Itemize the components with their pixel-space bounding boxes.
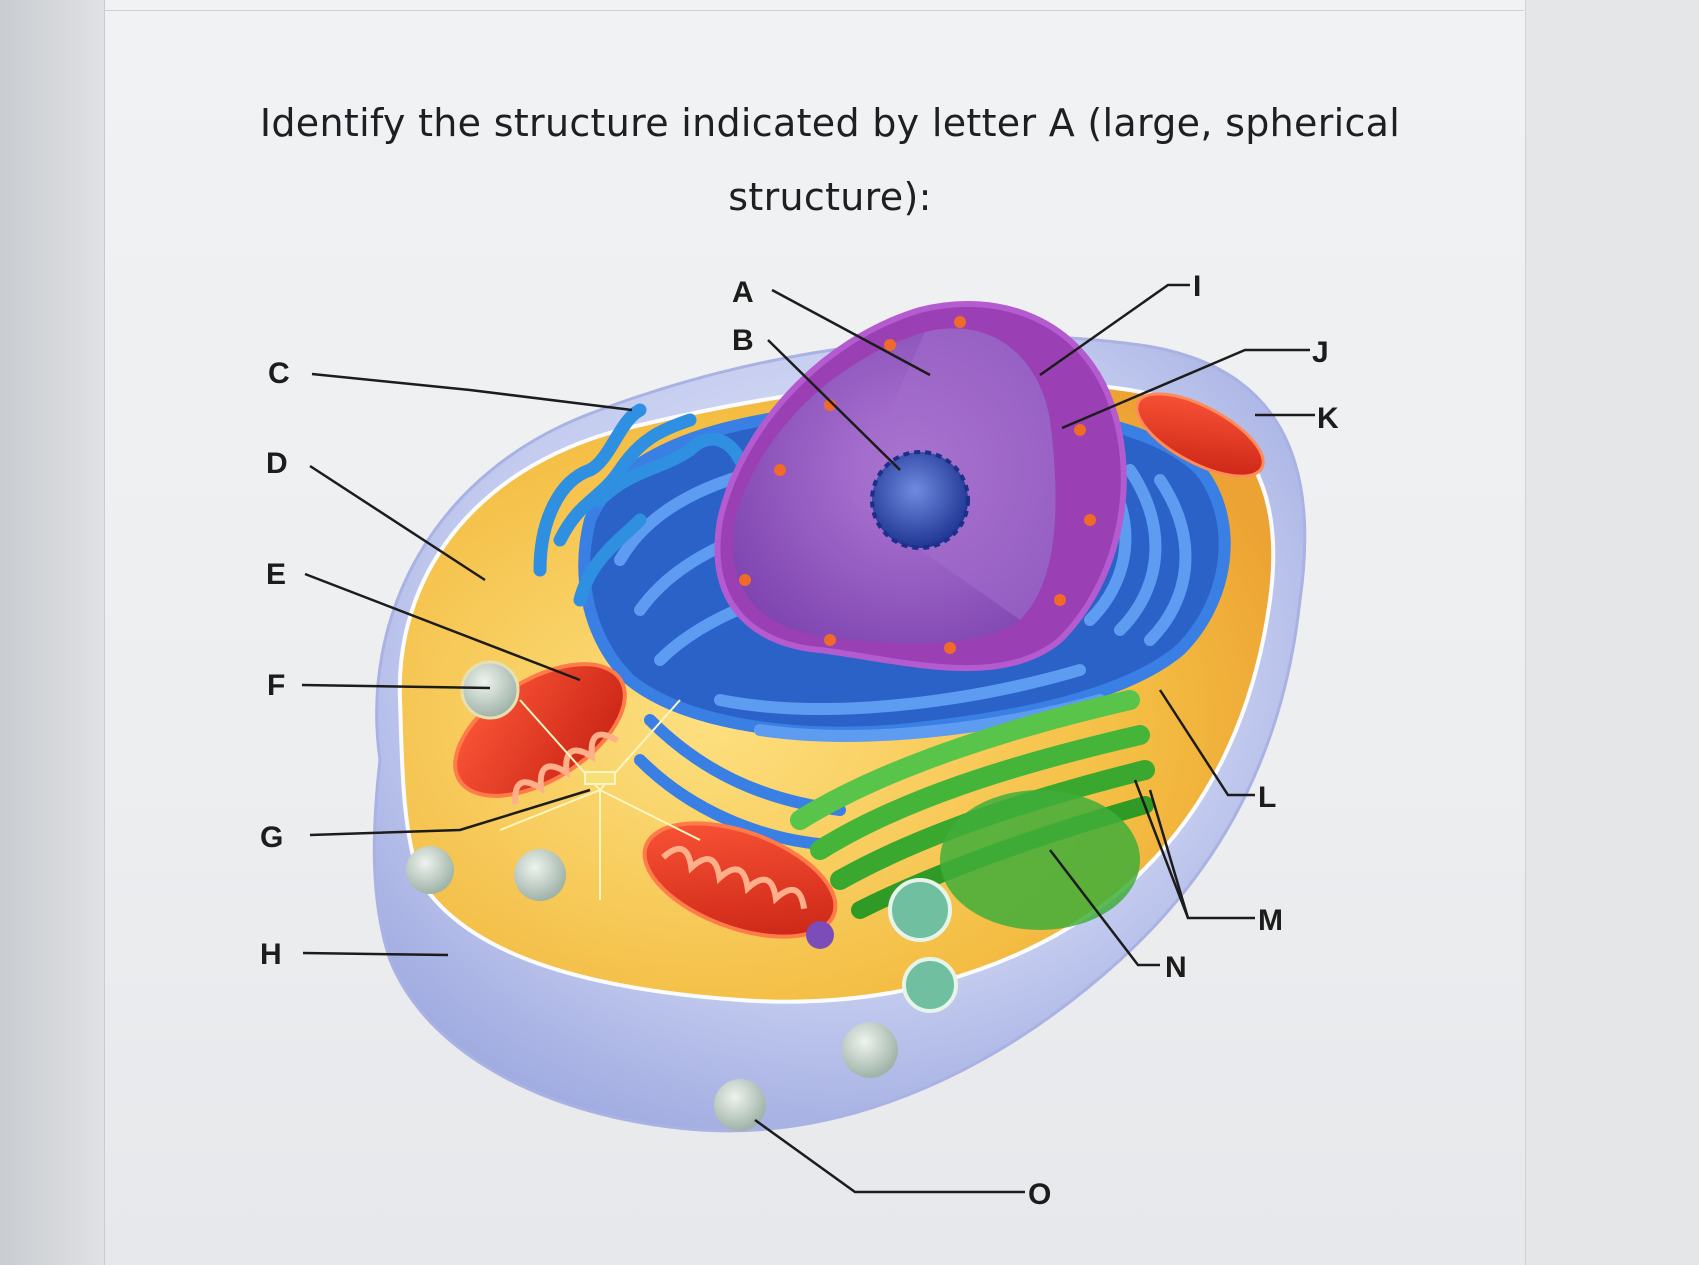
question-line-2: structure): (728, 175, 932, 219)
question-text: Identify the structure indicated by lett… (200, 86, 1460, 234)
label-M: M (1258, 904, 1283, 937)
lysosome (460, 660, 520, 720)
nucleolus (870, 450, 970, 550)
top-divider (104, 10, 1524, 11)
label-G: G (260, 821, 283, 854)
label-H: H (260, 938, 282, 971)
label-B: B (732, 324, 754, 357)
label-F: F (267, 669, 285, 702)
label-O: O (1028, 1178, 1051, 1211)
label-C: C (268, 357, 290, 390)
membrane-vesicles (406, 846, 898, 1131)
label-A: A (732, 276, 754, 309)
golgi-vesicle-cluster (940, 790, 1140, 930)
mitochondrion-top (1135, 392, 1265, 478)
label-I: I (1193, 270, 1201, 303)
smooth-endoplasmic-reticulum (533, 403, 747, 607)
label-D: D (266, 447, 288, 480)
label-N: N (1165, 951, 1187, 984)
mitochondrion-lower (642, 821, 838, 939)
label-J: J (1312, 336, 1329, 369)
transport-vesicles (806, 878, 958, 1013)
label-L: L (1258, 781, 1276, 814)
nuclear-pores (739, 316, 1096, 654)
label-K: K (1317, 402, 1339, 435)
question-line-1: Identify the structure indicated by lett… (259, 101, 1401, 145)
label-E: E (266, 558, 286, 591)
centrosome (499, 699, 701, 900)
leader-lines (301, 283, 1315, 1194)
